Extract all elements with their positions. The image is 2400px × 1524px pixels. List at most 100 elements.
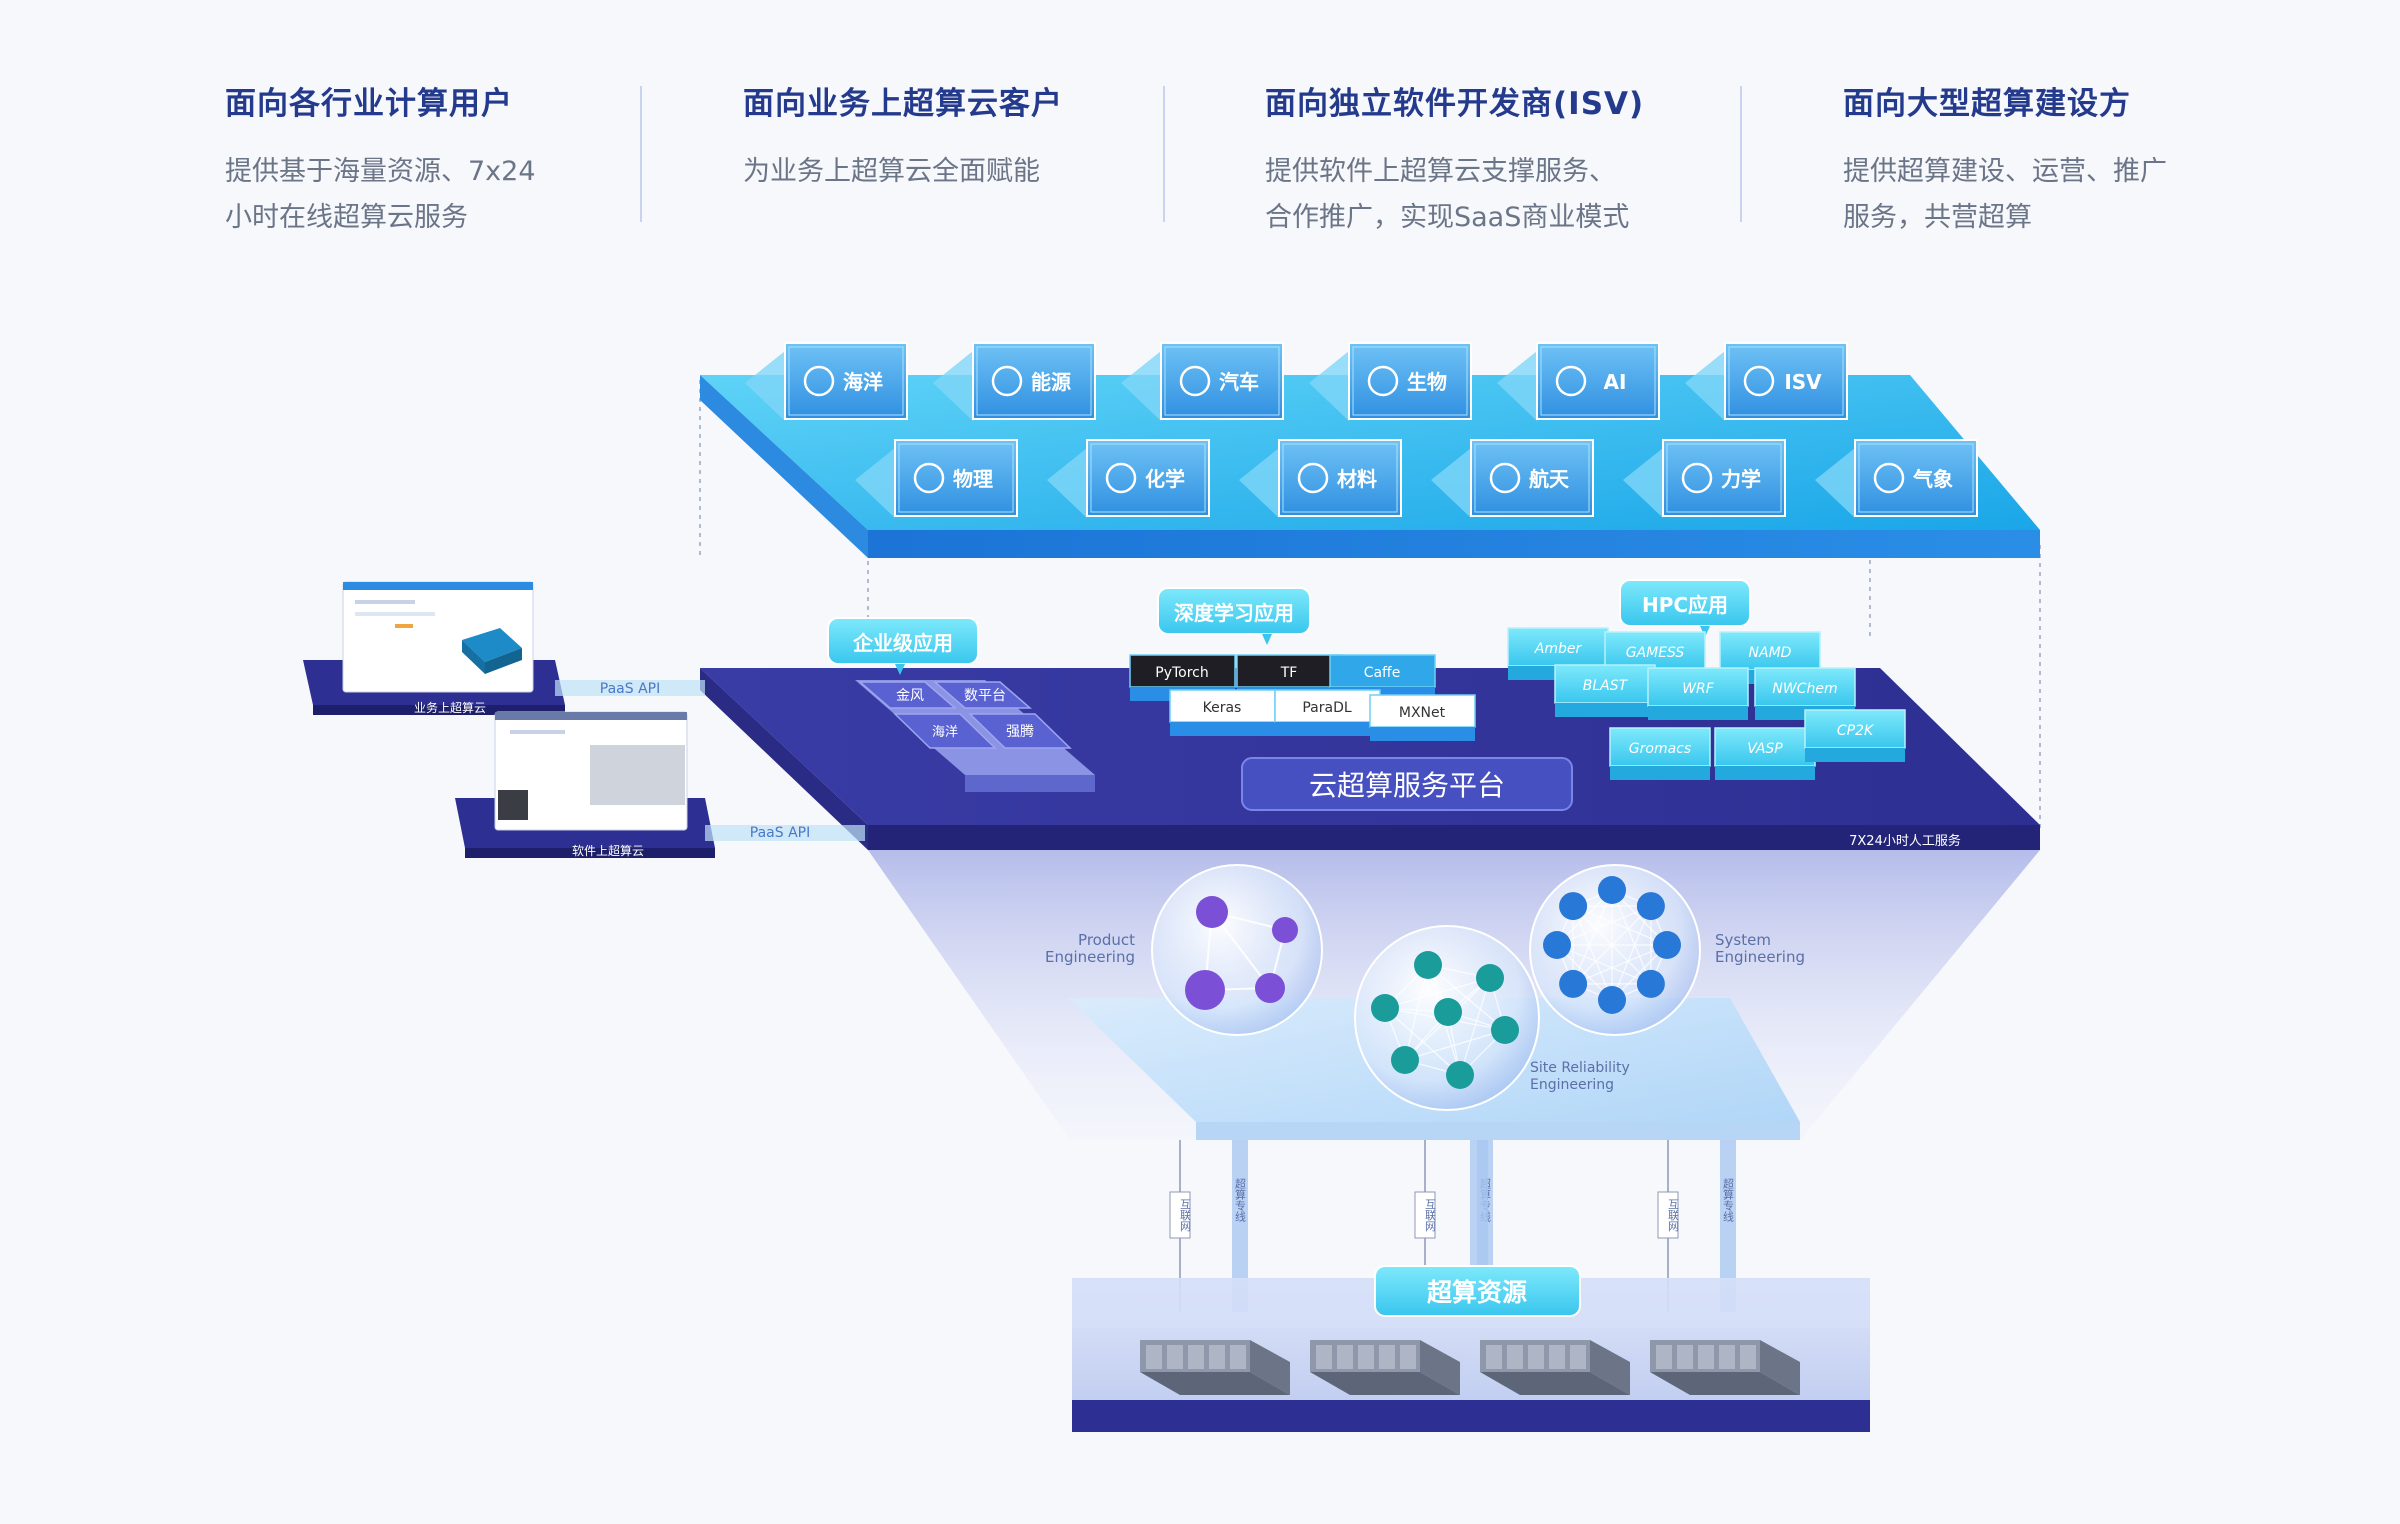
industry-label: 力学 <box>1721 467 1761 491</box>
hpc-tile: VASP <box>1714 727 1816 780</box>
side-cloud-software: 软件上超算云 PaaS API <box>455 711 865 858</box>
svg-text:ParaDL: ParaDL <box>1302 700 1352 716</box>
network-edge <box>1459 977 1491 1076</box>
industry-tile-能源: 能源 <box>933 342 1096 421</box>
deep-learning-label: 深度学习应用 <box>1174 601 1294 625</box>
network-node <box>1598 986 1626 1014</box>
enterprise-tile: 海洋 <box>932 725 958 740</box>
network-edge <box>1572 905 1652 985</box>
audience-column-2: 面向业务上超算云客户 为业务上超算云全面赋能 <box>743 78 1203 195</box>
audience-desc-line: 提供基于海量资源、7x24 <box>225 156 536 187</box>
physics-icon <box>913 462 945 494</box>
column-divider <box>1163 86 1165 222</box>
network-node <box>1543 931 1571 959</box>
cloud-network-icon <box>1743 365 1775 397</box>
hpc-tile: CP2K <box>1804 709 1906 762</box>
mechanics-icon <box>1681 462 1713 494</box>
audience-desc: 提供软件上超算云支撑服务、 合作推广，实现SaaS商业模式 <box>1265 149 1725 241</box>
audience-title: 面向独立软件开发商(ISV) <box>1265 86 1645 122</box>
svg-text:MXNet: MXNet <box>1399 705 1446 721</box>
industry-tile-航天: 航天 <box>1431 439 1594 518</box>
weather-icon <box>1873 462 1905 494</box>
car-icon <box>1179 365 1211 397</box>
industry-tile-AI: AI <box>1497 342 1660 421</box>
audience-desc-line: 服务，共营超算 <box>1843 202 2032 233</box>
hpc-tile: BLAST <box>1554 664 1656 717</box>
audience-title: 面向大型超算建设方 <box>1843 86 2131 122</box>
internet-label: 互联网 <box>1424 1199 1437 1233</box>
svg-text:NWChem: NWChem <box>1772 681 1837 697</box>
network-edge <box>1572 905 1668 946</box>
audience-desc: 提供基于海量资源、7x24 小时在线超算云服务 <box>225 149 685 241</box>
industry-label: ISV <box>1784 370 1822 394</box>
internet-label: 互联网 <box>1667 1199 1680 1233</box>
industry-tile-气象: 气象 <box>1815 439 1978 518</box>
industry-row-1: 海洋 能源汽车 生物 AI ISV <box>745 342 1848 421</box>
flask-icon <box>1105 462 1137 494</box>
waves-sun-icon <box>803 365 835 397</box>
sphere-system <box>1529 864 1701 1036</box>
industry-label: 航天 <box>1529 467 1570 491</box>
ai-head-icon <box>1555 365 1587 397</box>
network-node <box>1371 994 1399 1022</box>
industry-tile-物理: 物理 <box>855 439 1018 518</box>
audience-column-4: 面向大型超算建设方 提供超算建设、运营、推广 服务，共营超算 <box>1843 78 2303 241</box>
audience-desc-line: 小时在线超算云服务 <box>225 202 468 233</box>
platform-title: 云超算服务平台 <box>1309 769 1505 802</box>
svg-text:BLAST: BLAST <box>1583 678 1629 694</box>
network-node <box>1476 964 1504 992</box>
network-edge <box>1384 1007 1461 1076</box>
resources-title: 超算资源 <box>1427 1278 1527 1307</box>
network-node <box>1636 969 1665 998</box>
industry-label: 物理 <box>953 467 993 491</box>
paas-api-label: PaaS API <box>600 681 660 697</box>
svg-text:Keras: Keras <box>1203 700 1242 716</box>
hpc-tile: Gromacs <box>1609 727 1711 780</box>
connector-pillar <box>1720 1140 1736 1312</box>
enterprise-tile: 数平台 <box>964 688 1006 704</box>
wind-turbine-icon <box>991 365 1023 397</box>
industry-label: 材料 <box>1337 467 1377 491</box>
network-node <box>1446 1061 1474 1089</box>
sphere-product <box>1151 864 1323 1036</box>
server-rack-group <box>1310 1340 1460 1395</box>
side-cloud-business: 业务上超算云 PaaS API <box>303 581 705 715</box>
svg-text:CP2K: CP2K <box>1837 723 1875 739</box>
industry-tile-汽车: 汽车 <box>1121 342 1284 421</box>
network-node <box>1559 892 1588 921</box>
resource-box: 超算资源 <box>1072 1265 1870 1432</box>
network-connectors: 互联网超算专线互联网超算专线互联网超算专线 <box>1169 1140 1736 1316</box>
industry-label: 海洋 <box>843 370 883 394</box>
network-node <box>1414 951 1442 979</box>
enterprise-tile: 强腾 <box>1006 723 1034 740</box>
audience-desc: 提供超算建设、运营、推广 服务，共营超算 <box>1843 149 2303 241</box>
network-edge <box>1384 977 1491 1009</box>
audience-column-1: 面向各行业计算用户 提供基于海量资源、7x24 小时在线超算云服务 <box>225 78 685 241</box>
sphere-sre <box>1354 925 1540 1111</box>
paas-api-label: PaaS API <box>750 825 810 841</box>
audience-desc-line: 合作推广，实现SaaS商业模式 <box>1265 202 1630 233</box>
industry-row-2: 物理 化学 材料 航天 力学 气象 <box>855 439 1978 518</box>
audience-column-3: 面向独立软件开发商(ISV) 提供软件上超算云支撑服务、 合作推广，实现SaaS… <box>1265 78 1725 241</box>
svg-text:Gromacs: Gromacs <box>1629 741 1691 757</box>
hpc-tile: WRF <box>1647 667 1749 720</box>
network-node <box>1559 969 1588 998</box>
server-rack-group <box>1650 1340 1800 1395</box>
audience-title: 面向各行业计算用户 <box>225 86 513 122</box>
column-divider <box>1740 86 1742 222</box>
service-note: 7X24小时人工服务 <box>1849 833 1961 849</box>
internet-label: 互联网 <box>1179 1199 1192 1233</box>
svg-text:NAMD: NAMD <box>1749 645 1792 661</box>
audience-desc-line: 提供超算建设、运营、推广 <box>1843 156 2167 187</box>
industry-tile-化学: 化学 <box>1047 439 1210 518</box>
server-rack-group <box>1480 1340 1630 1395</box>
side-cloud-label: 软件上超算云 <box>572 843 644 858</box>
private-line-label: 超算专线 <box>1722 1177 1735 1222</box>
svg-text:Caffe: Caffe <box>1364 665 1401 681</box>
industry-label: 生物 <box>1407 370 1447 394</box>
industry-label: 化学 <box>1145 467 1185 491</box>
